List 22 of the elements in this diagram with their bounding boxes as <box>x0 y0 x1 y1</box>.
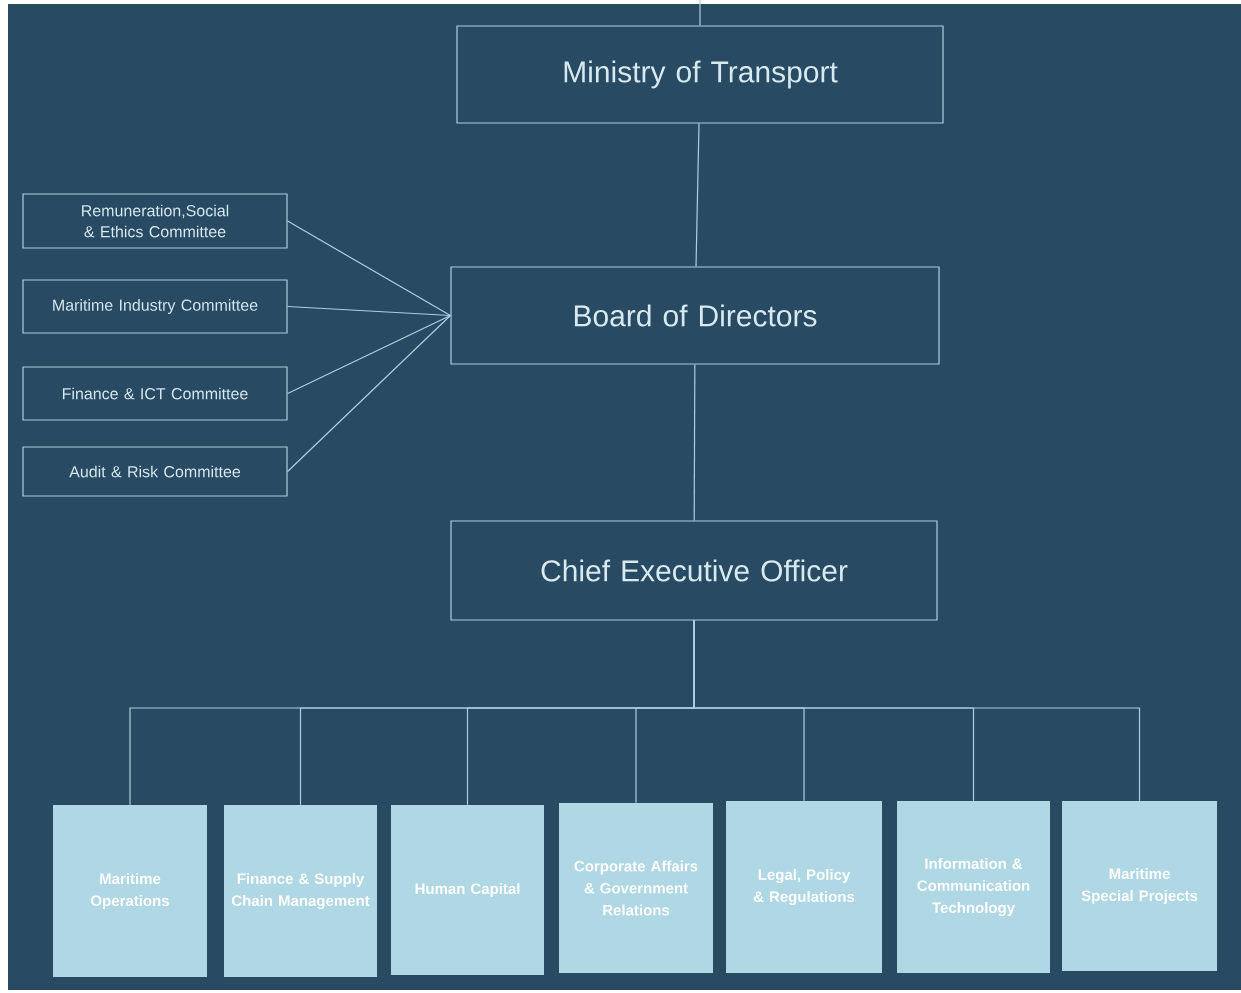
connector-line <box>693 620 1141 802</box>
department-box: Legal, Policy & Regulations <box>726 801 882 973</box>
org-box: Ministry of Transport <box>456 25 944 124</box>
connector-line <box>287 305 451 317</box>
connector-line <box>287 314 451 473</box>
committee-box: Finance & ICT Committee <box>22 366 288 421</box>
connector-line <box>695 123 700 267</box>
department-box: Finance & Supply Chain Management <box>224 805 377 977</box>
committee-box: Audit & Risk Committee <box>22 446 288 497</box>
department-box: Maritime Operations <box>53 805 207 977</box>
committee-box: Maritime Industry Committee <box>22 279 288 334</box>
connector-line <box>287 220 451 317</box>
org-box: Board of Directors <box>450 266 940 365</box>
connector-line <box>693 364 696 521</box>
department-box: Corporate Affairs & Government Relations <box>559 803 713 973</box>
department-box: Maritime Special Projects <box>1062 801 1217 971</box>
org-box: Chief Executive Officer <box>450 520 938 621</box>
connector-line <box>287 314 451 395</box>
connector-line <box>699 0 701 26</box>
department-box: Information & Communication Technology <box>897 801 1050 973</box>
department-box: Human Capital <box>391 805 544 975</box>
committee-box: Remuneration,Social & Ethics Committee <box>22 193 288 249</box>
